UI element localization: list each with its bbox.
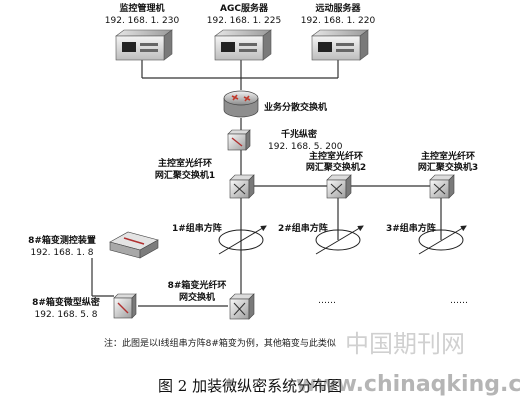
box-encryptor-ip: 192. 168. 5. 8 <box>34 310 98 320</box>
ring-switch-3-line2: 网汇聚交换机3 <box>417 163 479 173</box>
server-agc <box>214 29 272 61</box>
ring-switch-2-icon <box>326 174 352 199</box>
box-encryptor-device-icon <box>113 293 137 319</box>
core-switch-icon <box>223 90 259 118</box>
server-remote-name: 远动服务器 <box>315 4 361 14</box>
server-agc-ip: 192. 168. 1. 225 <box>206 16 282 26</box>
array-3-label: 3#组串方阵 <box>386 224 436 234</box>
server-monitor-name: 监控管理机 <box>119 4 165 14</box>
ellipsis-2: …… <box>450 296 468 306</box>
encryptor-ip: 192. 168. 5. 200 <box>268 142 343 152</box>
box-monitor-name: 8#箱变测控装置 <box>28 236 96 246</box>
box-switch-line1: 8#箱变光纤环 <box>167 281 227 291</box>
ring-switch-2-line2: 网汇聚交换机2 <box>305 163 367 173</box>
ring-switch-1-line2: 网汇聚交换机1 <box>154 171 216 181</box>
figure-note: 注：此图是以Ⅰ线组串方阵8#箱变为例，其他箱变与此类似 <box>104 339 336 349</box>
connection-lines <box>91 60 442 307</box>
server-remote <box>311 29 369 61</box>
server-monitor <box>115 29 173 61</box>
box-ring-switch-icon <box>229 293 255 320</box>
box-monitor-device-icon <box>109 231 159 259</box>
ring-switch-3-icon <box>429 174 455 199</box>
ring-switch-1-line1: 主控室光纤环 <box>157 159 213 169</box>
array-3-symbol <box>418 225 467 255</box>
watermark-cn: 中国期刊网 <box>345 330 465 358</box>
array-2-symbol <box>315 225 364 255</box>
array-1-symbol <box>218 225 267 255</box>
figure-caption: 图 2 加装微纵密系统分布图 <box>158 377 343 395</box>
server-monitor-ip: 192. 168. 1. 230 <box>104 16 180 26</box>
ellipsis-1: …… <box>318 296 336 306</box>
box-encryptor-name: 8#箱变微型纵密 <box>32 298 100 308</box>
array-1-label: 1#组串方阵 <box>172 224 222 234</box>
server-agc-name: AGC服务器 <box>220 4 268 14</box>
box-switch-line2: 网交换机 <box>178 293 216 303</box>
watermark-url: www.chinaqking.com <box>296 372 521 397</box>
ring-switch-3-line1: 主控室光纤环 <box>420 152 476 162</box>
ring-switch-1-icon <box>229 174 255 199</box>
array-2-label: 2#组串方阵 <box>278 224 328 234</box>
encryptor-device-icon <box>227 129 251 151</box>
core-switch-label: 业务分散交换机 <box>264 103 328 113</box>
encryptor-name: 千兆纵密 <box>281 130 318 140</box>
ring-switch-2-line1: 主控室光纤环 <box>308 152 364 162</box>
box-monitor-ip: 192. 168. 1. 8 <box>30 248 94 258</box>
server-remote-ip: 192. 168. 1. 220 <box>300 16 376 26</box>
